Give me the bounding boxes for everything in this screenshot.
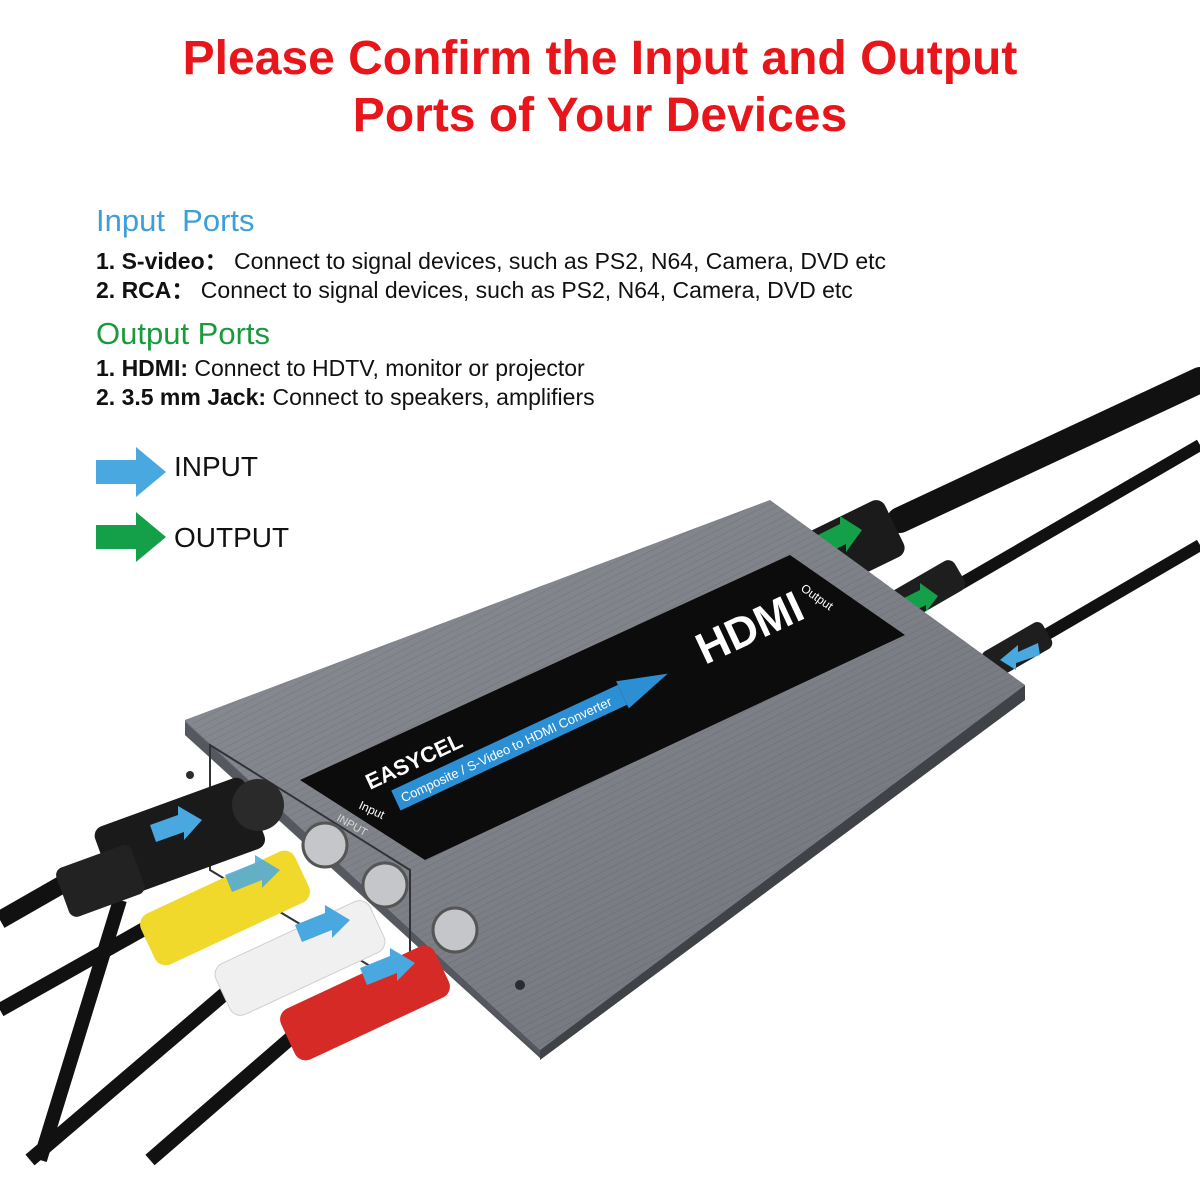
output-port-label: 1. HDMI: xyxy=(96,355,188,381)
output-port-description: Connect to speakers, amplifiers xyxy=(266,384,595,410)
page-headline: Please Confirm the Input and Output Port… xyxy=(0,30,1200,144)
svideo-cable-back xyxy=(981,539,1200,678)
rca-yellow-cable xyxy=(0,821,349,1017)
input-port-item-rca: 2. RCA： Connect to signal devices, such … xyxy=(96,271,853,305)
legend-input: INPUT xyxy=(96,447,396,497)
input-port-description: Connect to signal devices, such as PS2, … xyxy=(194,277,853,303)
input-ports-title: Input Ports xyxy=(96,203,255,238)
input-port-item-svideo: 1. S-video： Connect to signal devices, s… xyxy=(96,242,886,276)
output-port-item-hdmi: 1. HDMI: Connect to HDTV, monitor or pro… xyxy=(96,355,585,382)
green-arrow-icon xyxy=(96,512,166,562)
legend-output: OUTPUT xyxy=(96,512,396,562)
rca-red-cable xyxy=(145,906,479,1166)
audio-output-cable xyxy=(884,439,1200,624)
input-port-label: 2. RCA： xyxy=(96,277,195,303)
legend-output-label: OUTPUT xyxy=(174,522,290,553)
output-port-description: Connect to HDTV, monitor or projector xyxy=(188,355,585,381)
legend-input-label: INPUT xyxy=(174,451,258,482)
blue-arrow-icon xyxy=(96,447,166,497)
headline-line-2: Ports of Your Devices xyxy=(352,89,848,142)
output-ports-title: Output Ports xyxy=(96,316,271,351)
device-label-strip: EASYCEL Composite / S-Video to HDMI Conv… xyxy=(300,555,905,860)
headline-line-1: Please Confirm the Input and Output xyxy=(182,32,1018,85)
output-port-item-jack: 2. 3.5 mm Jack: Connect to speakers, amp… xyxy=(96,384,595,411)
converter-device-illustration: EASYCEL Composite / S-Video to HDMI Conv… xyxy=(0,367,1200,1166)
svideo-input-cable xyxy=(0,777,284,1163)
input-port-description: Connect to signal devices, such as PS2, … xyxy=(227,248,887,274)
input-port-label: 1. S-video： xyxy=(96,248,228,274)
output-port-label: 2. 3.5 mm Jack: xyxy=(96,384,267,410)
rca-white-cable xyxy=(25,861,409,1166)
